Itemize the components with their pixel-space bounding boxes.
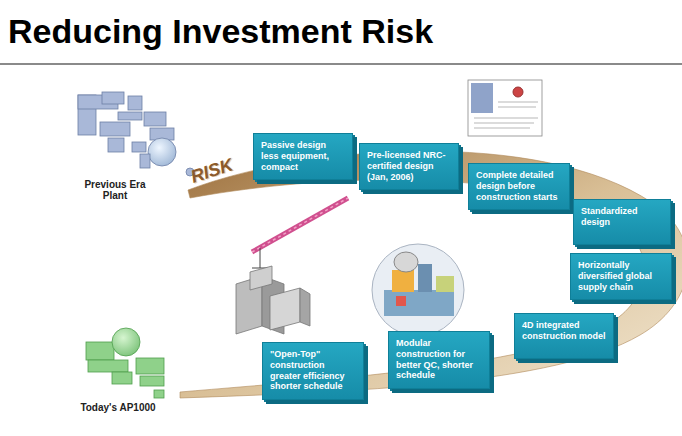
benefit-box: Passive design less equipment, compact — [253, 133, 353, 180]
benefit-box: 4D integrated construction model — [514, 313, 614, 359]
box-text: "Open-Top" construction greater efficien… — [270, 349, 357, 392]
box-text: Modular construction for better QC, shor… — [396, 338, 483, 381]
crane-illustration — [252, 198, 348, 268]
benefit-box: Horizontally diversified global supply c… — [570, 253, 672, 300]
module-blocks — [236, 266, 310, 334]
benefit-box: Complete detailed design before construc… — [468, 163, 570, 210]
box-text: Passive design less equipment, compact — [261, 140, 346, 172]
benefit-box: Pre-licensed NRC-certified design (Jan, … — [359, 143, 459, 190]
box-text: Complete detailed design before construc… — [476, 170, 563, 202]
box-text: 4D integrated construction model — [522, 320, 607, 342]
box-text: Pre-licensed NRC-certified design (Jan, … — [367, 150, 452, 182]
plant-cutaway-sphere — [372, 244, 464, 336]
plant-label: Previous Era Plant — [78, 179, 152, 201]
previous-plant-icon — [78, 92, 194, 176]
box-text: Horizontally diversified global supply c… — [578, 260, 665, 292]
ap1000-plant-icon — [86, 328, 164, 398]
plant-label: Today's AP1000 — [78, 402, 158, 413]
page-title: Reducing Investment Risk — [8, 12, 433, 51]
certificate-image — [468, 80, 542, 136]
benefit-box: Standardized design — [573, 199, 671, 245]
benefit-box: "Open-Top" construction greater efficien… — [262, 342, 364, 400]
box-text: Standardized design — [581, 206, 664, 228]
benefit-box: Modular construction for better QC, shor… — [388, 331, 490, 389]
title-rule — [0, 63, 682, 65]
